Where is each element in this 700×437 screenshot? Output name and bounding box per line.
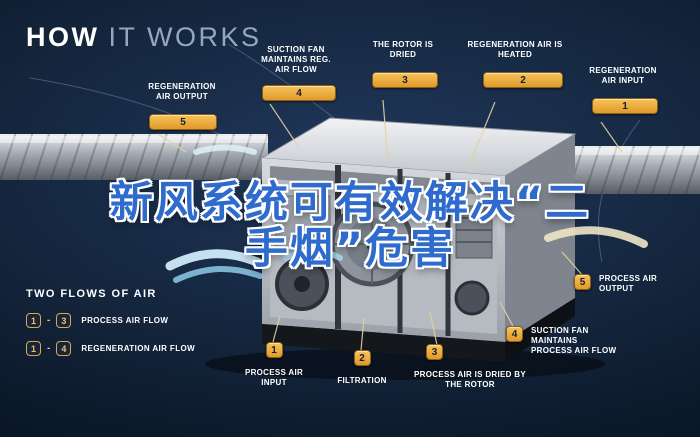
callout-regeneration-air-input: REGENERATION AIR INPUT 1 [588, 66, 658, 114]
page-title: HOW IT WORKS [26, 22, 262, 53]
callout-badge-3: 3 [372, 72, 438, 88]
regeneration-air-outflow-arrow [193, 144, 257, 155]
callout-label: SUCTION FAN MAINTAINS PROCESS AIR FLOW [531, 326, 617, 355]
callout-filtration: 2 FILTRATION [326, 350, 398, 386]
chinese-headline: 新风系统可有效解决“二 手烟”危害 [0, 180, 700, 272]
unit-base [262, 324, 505, 362]
legend-heading: TWO FLOWS OF AIR [26, 288, 157, 300]
callout-badge-4: 4 [262, 85, 336, 101]
callout-badge-1: 1 [265, 342, 283, 358]
callout-process-air-output: 5 PROCESS AIR OUTPUT [574, 274, 671, 294]
callout-badge-4: 4 [506, 326, 523, 342]
legend-badge-4: 4 [56, 341, 72, 356]
callout-regeneration-air-output: REGENERATION AIR OUTPUT 5 [147, 82, 217, 130]
callout-badge-5: 5 [149, 114, 217, 130]
callout-label: PROCESS AIR INPUT [244, 368, 304, 387]
callout-label: PROCESS AIR OUTPUT [599, 274, 658, 293]
filter-panel [275, 195, 331, 255]
unit-right-face [505, 134, 575, 342]
legend-two-flows: TWO FLOWS OF AIR 1 - 3 PROCESS AIR FLOW … [26, 288, 195, 356]
callout-label: FILTRATION [337, 376, 387, 385]
regeneration-fan [454, 280, 490, 316]
heater [455, 205, 493, 259]
callout-regeneration-air-heated: REGENERATION AIR IS HEATED 2 [467, 40, 563, 88]
legend-badge-1: 1 [26, 313, 41, 328]
callout-badge-2: 2 [353, 350, 371, 366]
legend-badge-3: 3 [56, 313, 72, 328]
legend-row-regeneration: 1 - 4 REGENERATION AIR FLOW [26, 341, 195, 356]
chinese-headline-line1: 新风系统可有效解决“二 [109, 178, 591, 228]
callout-rotor-dried: THE ROTOR IS DRIED 3 [368, 40, 438, 88]
legend-dash: - [47, 343, 51, 354]
callout-badge-2: 2 [483, 72, 563, 88]
legend-dash: - [47, 315, 51, 326]
callout-badge-5: 5 [574, 274, 591, 290]
callout-label: SUCTION FAN MAINTAINS REG. AIR FLOW [261, 45, 331, 74]
left-duct [0, 134, 268, 180]
airflow-arrows [165, 144, 648, 283]
title-it-works: IT WORKS [108, 22, 262, 52]
callout-suction-fan-process: 4 SUCTION FAN MAINTAINS PROCESS AIR FLOW [506, 326, 619, 356]
legend-row-process: 1 - 3 PROCESS AIR FLOW [26, 313, 195, 328]
callout-suction-fan-reg: SUCTION FAN MAINTAINS REG. AIR FLOW 4 [256, 45, 336, 101]
process-air-inflow-arrow [165, 249, 267, 271]
callout-label: REGENERATION AIR INPUT [589, 66, 657, 85]
unit-body [260, 117, 577, 362]
callout-badge-3: 3 [426, 344, 443, 360]
title-how: HOW [26, 22, 100, 52]
callout-label: THE ROTOR IS DRIED [372, 40, 434, 59]
callout-label: REGENERATION AIR IS HEATED [467, 40, 563, 59]
callout-badge-1: 1 [592, 98, 658, 114]
legend-badge-1: 1 [26, 341, 41, 356]
chinese-headline-line2: 手烟”危害 [244, 224, 456, 274]
legend-label: REGENERATION AIR FLOW [81, 344, 196, 353]
callout-process-air-dried: 3 PROCESS AIR IS DRIED BY THE ROTOR [410, 344, 530, 390]
callout-label: REGENERATION AIR OUTPUT [148, 82, 216, 101]
callout-process-air-input: 1 PROCESS AIR INPUT [236, 342, 312, 388]
process-air-outflow-arrow [544, 226, 648, 248]
legend-label: PROCESS AIR FLOW [81, 316, 169, 325]
callout-label: PROCESS AIR IS DRIED BY THE ROTOR [414, 370, 526, 389]
leader-lines [157, 99, 623, 351]
